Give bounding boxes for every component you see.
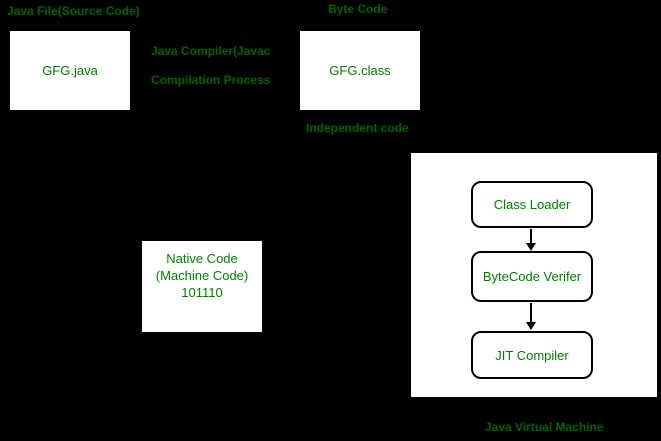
label-byte-code: Byte Code — [328, 2, 388, 16]
label-compilation-process: Compilation Process — [151, 73, 271, 87]
arrow-shaft — [530, 303, 532, 322]
node-bytecode-verifier: ByteCode Verifer — [471, 251, 593, 302]
label-java-source-file: Java File(Source Code) — [7, 4, 140, 18]
arrow-class-loader-to-verifier — [525, 229, 537, 251]
node-gfg-java-text: GFG.java — [42, 63, 98, 78]
node-jit-compiler: JIT Compiler — [471, 331, 593, 379]
arrow-down-icon — [526, 322, 536, 330]
node-gfg-java: GFG.java — [10, 31, 130, 110]
node-class-loader-text: Class Loader — [493, 197, 571, 212]
node-native-code: Native Code (Machine Code) 101110 — [142, 241, 262, 332]
node-bytecode-verifier-text: ByteCode Verifer — [482, 269, 582, 284]
node-gfg-class: GFG.class — [300, 31, 420, 110]
node-class-loader: Class Loader — [471, 181, 593, 228]
native-code-line2: (Machine Code) — [155, 268, 249, 283]
label-independent-code: Independent code — [306, 121, 409, 135]
label-java-virtual-machine: Java Virtual Machine — [485, 420, 604, 434]
native-code-line1: Native Code — [166, 251, 238, 266]
arrow-verifier-to-jit — [525, 303, 537, 330]
arrow-shaft — [530, 229, 532, 243]
node-jit-compiler-text: JIT Compiler — [495, 347, 569, 363]
label-java-compiler: Java Compiler(Javac — [151, 44, 271, 58]
native-code-line3: 101110 — [181, 285, 223, 300]
arrow-down-icon — [526, 243, 536, 251]
node-gfg-class-text: GFG.class — [329, 63, 391, 78]
